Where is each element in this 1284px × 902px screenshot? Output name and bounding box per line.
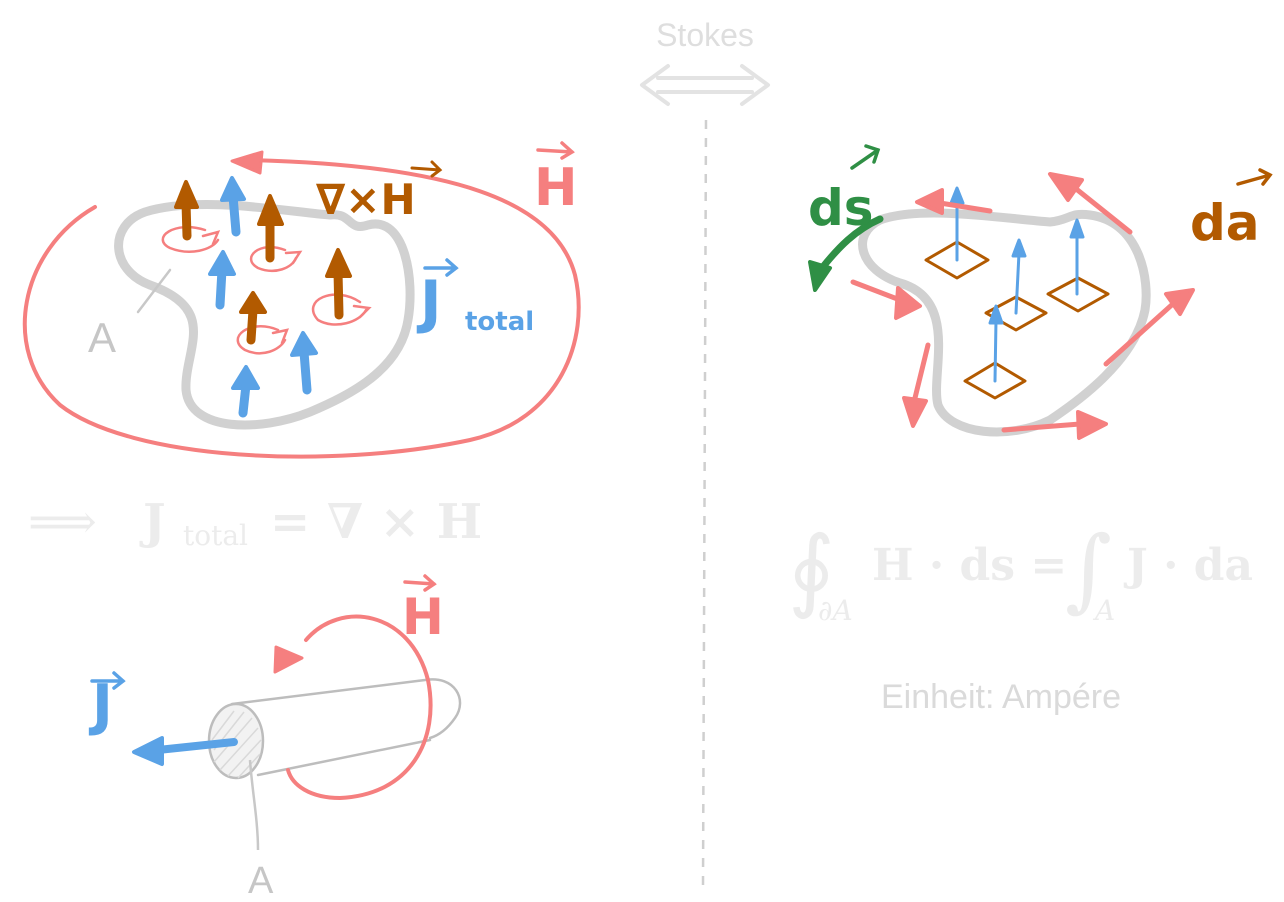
curl-arrow bbox=[239, 291, 267, 345]
j-label-vector-arrow-icon bbox=[423, 258, 459, 277]
formula-rhs-integral: J · da bbox=[1123, 540, 1253, 591]
curl-loop-arrow-icon bbox=[201, 230, 221, 246]
area-element bbox=[1046, 276, 1110, 313]
formula-lhs: H · ds = bbox=[872, 540, 1067, 591]
h-boundary-arrow bbox=[850, 279, 922, 320]
h-boundary-arrow bbox=[915, 188, 993, 215]
wire-h-label: H bbox=[402, 588, 444, 646]
line-element-arrow bbox=[808, 215, 884, 292]
curl-arrow bbox=[257, 194, 284, 263]
curl-loop-arrow-icon bbox=[271, 328, 289, 345]
j-arrow bbox=[290, 331, 318, 395]
j-arrow bbox=[231, 365, 260, 418]
area-integral-subscript: A bbox=[1092, 594, 1115, 627]
j-arrow bbox=[220, 176, 246, 237]
j-total-label: J bbox=[416, 268, 442, 336]
cross-section-pointer bbox=[248, 759, 260, 851]
h-boundary-arrow bbox=[1001, 410, 1108, 440]
stokes-label: Stokes bbox=[656, 17, 754, 53]
wire-j-label: J bbox=[88, 673, 113, 738]
integral-formula: ∮ ∂A H · ds = ∫ A J · da bbox=[788, 517, 1253, 627]
curl-loop-arrow-icon bbox=[284, 250, 303, 265]
left-bottom-diagram: A H J bbox=[88, 574, 462, 902]
h-boundary-arrow bbox=[902, 342, 931, 428]
h-label-vector-arrow-icon bbox=[536, 141, 575, 160]
boundary-h-arrows bbox=[850, 172, 1195, 440]
normal-vector bbox=[949, 186, 965, 262]
j-arrow bbox=[208, 250, 236, 310]
formula-rhs: = ∇ × H bbox=[270, 494, 482, 550]
h-loop-arrow-icon bbox=[230, 150, 264, 175]
ds-label: ds bbox=[808, 179, 874, 237]
current-density-arrows bbox=[208, 176, 318, 418]
curl-label-vector-arrow-icon bbox=[410, 160, 443, 178]
curl-loop bbox=[236, 325, 287, 355]
formula-j-subscript: total bbox=[183, 519, 248, 552]
normal-vector bbox=[1069, 218, 1085, 296]
area-pointer bbox=[136, 268, 172, 314]
normal-vector bbox=[988, 304, 1004, 383]
contour-integral-subscript: ∂A bbox=[818, 594, 853, 627]
right-top-diagram: ds da bbox=[808, 144, 1273, 440]
formula-j: J bbox=[139, 494, 166, 550]
normal-vectors bbox=[949, 186, 1085, 383]
unit-text: Einheit: Ampére bbox=[881, 678, 1121, 716]
ds-vector-arrow-icon bbox=[850, 144, 881, 170]
normal-vector bbox=[1011, 238, 1027, 315]
wire-h-vector-arrow-icon bbox=[403, 574, 437, 592]
differential-formula: ⟹ J total = ∇ × H bbox=[28, 494, 482, 552]
stokes-header: Stokes bbox=[640, 17, 770, 106]
integral-area-boundary bbox=[858, 208, 1151, 437]
h-field-loop-wire bbox=[286, 614, 433, 801]
curl-arrow bbox=[174, 180, 199, 241]
area-integral-symbol: ∫ bbox=[1065, 517, 1112, 622]
area-element bbox=[963, 361, 1027, 400]
area-boundary bbox=[114, 200, 415, 430]
h-wire-loop-arrow-icon bbox=[273, 645, 304, 674]
area-label: A bbox=[88, 314, 116, 361]
contour-integral-symbol: ∮ bbox=[788, 517, 835, 622]
wire-current-arrow bbox=[132, 736, 238, 766]
da-vector-arrow-icon bbox=[1236, 168, 1273, 186]
implies-arrow: ⟹ bbox=[28, 494, 97, 550]
curl-loop-arrow-icon bbox=[352, 304, 372, 319]
j-total-subscript: total bbox=[465, 307, 534, 337]
area-element bbox=[924, 240, 990, 280]
left-top-diagram: A ∇×H H bbox=[22, 141, 581, 459]
curl-arrows bbox=[174, 180, 352, 345]
h-field-label: H bbox=[534, 158, 578, 218]
cross-section-label: A bbox=[248, 860, 274, 902]
wire-cylinder bbox=[230, 678, 462, 777]
da-label: da bbox=[1190, 194, 1260, 252]
h-boundary-arrow bbox=[1048, 172, 1133, 235]
center-divider bbox=[701, 119, 708, 886]
wire-j-vector-arrow-icon bbox=[90, 671, 126, 690]
h-field-loop bbox=[22, 158, 581, 459]
h-boundary-arrow bbox=[1103, 288, 1195, 367]
double-arrow-icon bbox=[640, 64, 770, 106]
curl-arrow bbox=[325, 248, 352, 320]
curl-label: ∇×H bbox=[316, 175, 416, 224]
